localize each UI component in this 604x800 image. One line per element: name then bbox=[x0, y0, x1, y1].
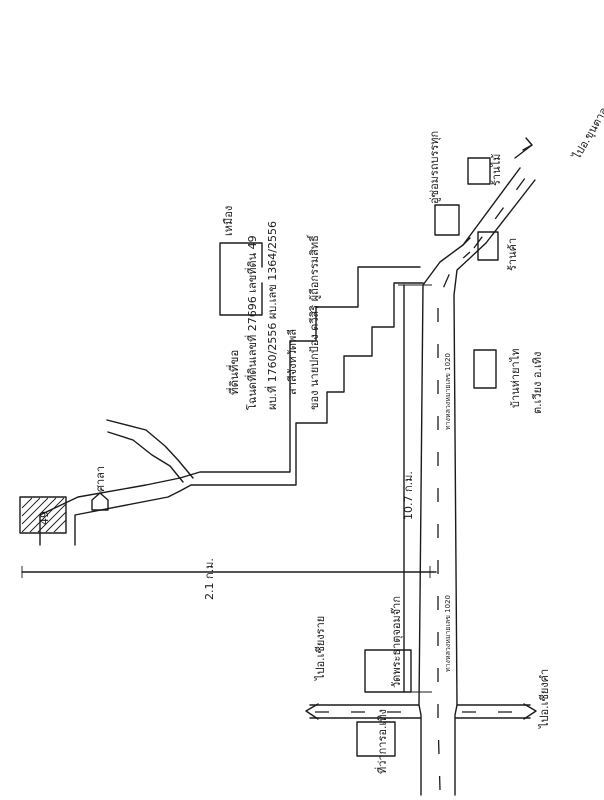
shop2-building bbox=[477, 231, 499, 261]
label-shop1: ร้านไม้ bbox=[490, 154, 503, 186]
label-to-khun-tan: ไปอ.ขุนตาล bbox=[570, 105, 604, 162]
header-block: ที่ดินที่ขอ โฉนดที่ดินเลขที่ 27696 เลขที… bbox=[226, 221, 321, 410]
header-line3: สาลีจังหวัดพลี bbox=[286, 329, 299, 395]
label-road-lower: ทางหลวงหมายเลข 1020 bbox=[444, 595, 452, 672]
branch-road bbox=[39, 266, 424, 546]
label-house-address: ต.เวียง อ.เทิง bbox=[531, 352, 544, 414]
label-road-upper: ทางหลวงหมายเลข 1020 bbox=[444, 353, 452, 430]
header-line4: ของ นายปกป้อง ดวีสิริ ผู้ถือกรรมสิทธิ์ bbox=[306, 234, 321, 410]
label-house: บ้านห่ายาไท bbox=[509, 348, 522, 408]
label-district-office: ที่ว่าการอ.เทิง bbox=[374, 709, 389, 774]
header-line1: โฉนดที่ดินเลขที่ 27696 เลขที่ดิน 49 bbox=[244, 235, 259, 410]
track-1 bbox=[107, 431, 184, 483]
label-parcel-no: 49 bbox=[38, 511, 51, 525]
cross-road bbox=[305, 703, 537, 720]
label-to-chiang-rai: ไปอ.เชียงราย bbox=[314, 616, 327, 681]
header-title: ที่ดินที่ขอ bbox=[226, 350, 241, 395]
district-office-building bbox=[356, 721, 396, 757]
building-outline bbox=[219, 242, 263, 316]
shop1-building bbox=[467, 157, 491, 185]
repair-shop-building bbox=[434, 204, 460, 236]
temple-building bbox=[364, 649, 412, 693]
parcel-49 bbox=[19, 496, 67, 534]
header-line2: ผบ.ที่ 1760/2556 ผบ.เลข 1364/2556 bbox=[264, 221, 279, 410]
label-dist-branch: 2.1 ก.ม. bbox=[203, 558, 216, 600]
label-sala: ศาลา bbox=[94, 466, 107, 492]
sala-icon bbox=[91, 492, 109, 511]
label-dist-total: 10.7 ก.ม. bbox=[402, 471, 415, 520]
label-pond: เหมือง bbox=[222, 206, 235, 236]
track-2 bbox=[106, 419, 194, 479]
label-shop2: ร้านค้า bbox=[506, 238, 519, 271]
distance-dimension bbox=[21, 284, 437, 693]
label-repair-shop: อู่ซ่อมรถบรรทุก bbox=[428, 131, 441, 204]
house-building bbox=[473, 349, 497, 389]
label-to-chiang-kham: ไปอ.เชียงคำ bbox=[538, 669, 551, 729]
label-temple: วัดพระธาตุจอมจ๊าก bbox=[390, 596, 403, 688]
